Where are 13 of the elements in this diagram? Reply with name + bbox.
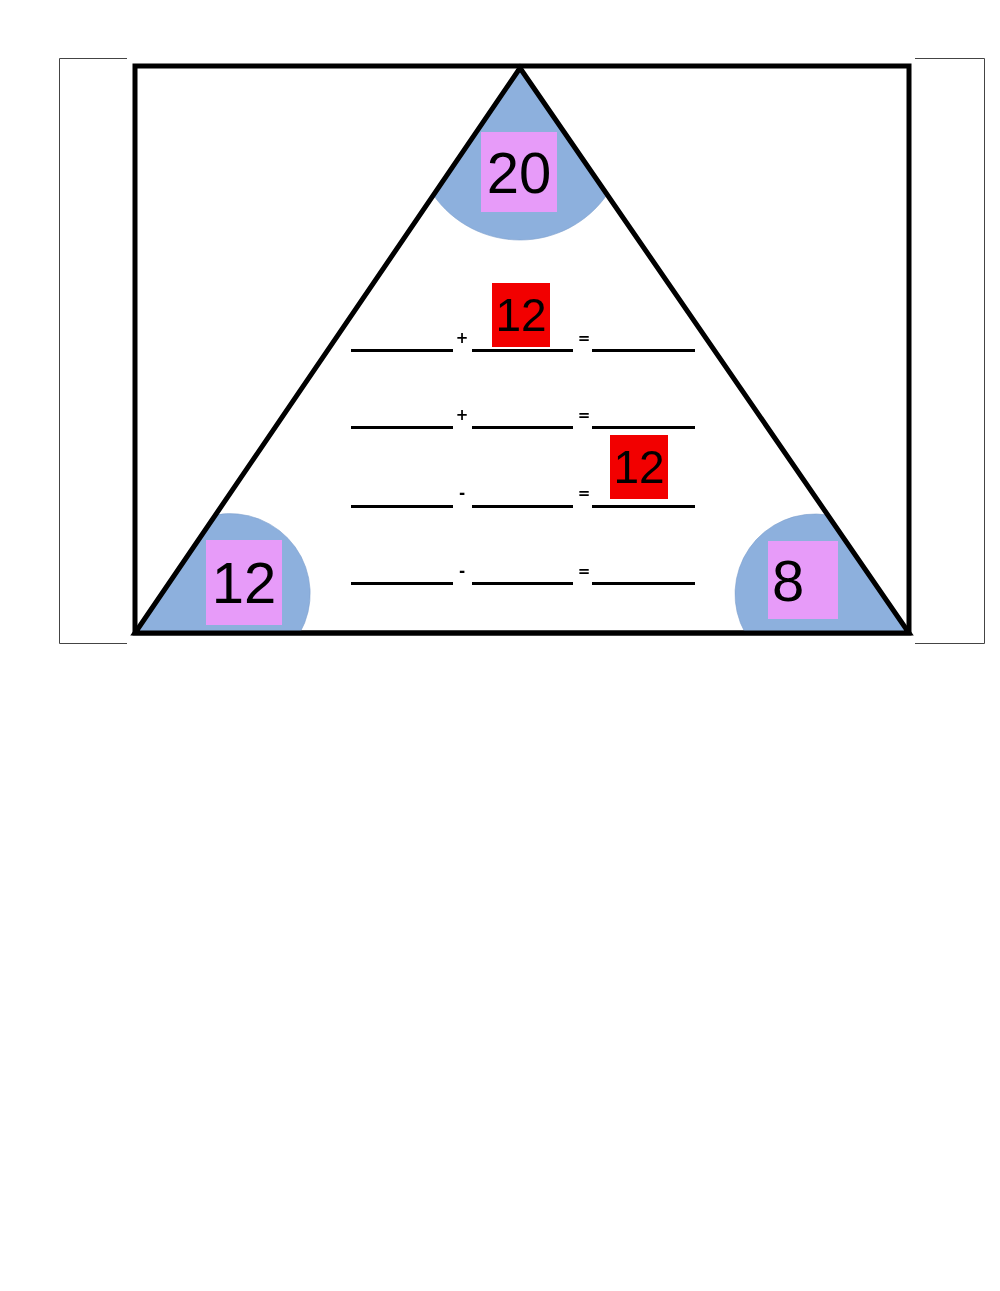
number-tile: 12 [610,435,668,499]
operator-sign: = [576,483,592,503]
corner-number-tile: 12 [206,540,282,625]
operator-sign: - [457,561,467,581]
number-tile: 12 [492,283,550,347]
operator-sign: - [457,483,467,503]
operator-sign: = [576,328,592,348]
corner-number-tile: 8 [768,541,838,619]
operator-sign: + [454,405,470,425]
corner-number-tile: 20 [481,132,557,212]
operator-sign: = [576,561,592,581]
operator-sign: = [576,405,592,425]
operator-sign: + [454,328,470,348]
